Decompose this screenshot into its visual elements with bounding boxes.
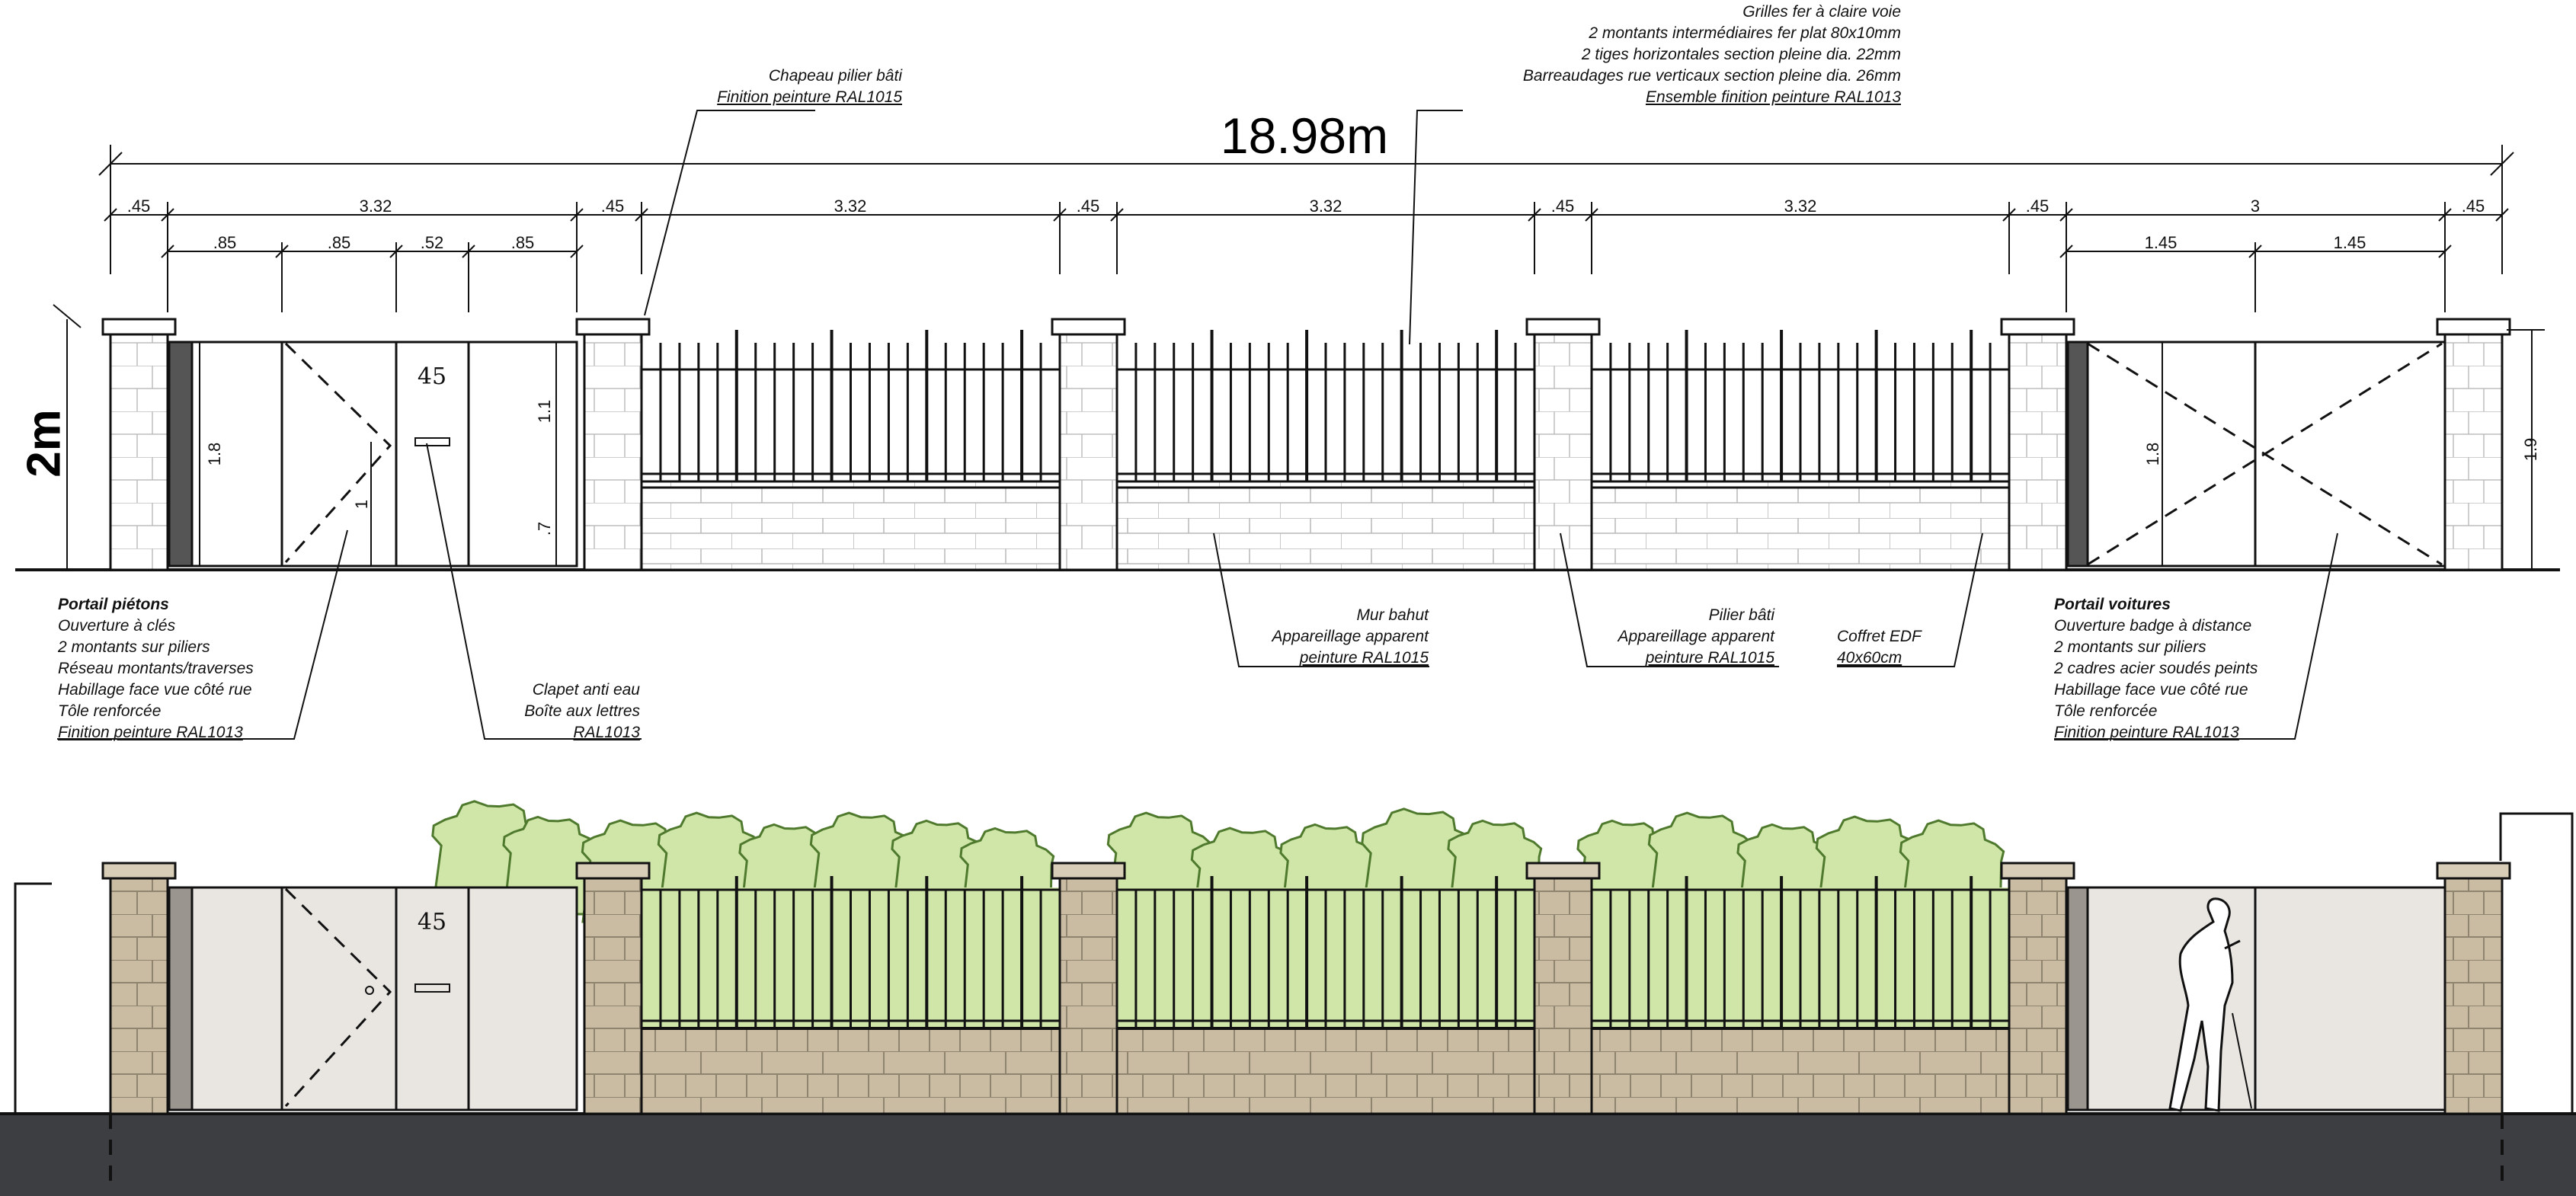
house-number: 45 <box>417 363 447 390</box>
dim-pedestrian: .52 <box>420 233 444 252</box>
note-mur-bahut: Mur bahut Appareillage apparent peinture… <box>1272 606 1429 667</box>
pillar-rendered <box>2000 862 2075 1115</box>
total-length-label: 18.98m <box>1220 107 1389 164</box>
dim-post-height: 1.9 <box>2521 437 2540 462</box>
dim-car-gate-height: 1.8 <box>2143 442 2162 466</box>
note-coffret: Coffret EDF 40x60cm <box>1837 628 1922 667</box>
dim-tick <box>2059 208 2073 222</box>
pillar-rendered <box>1051 862 1126 1115</box>
dim-segment: 3.32 <box>359 197 392 216</box>
car-gate <box>2065 341 2446 568</box>
dim-wall-height: .7 <box>535 521 554 536</box>
pillar <box>1525 318 1601 571</box>
dim-tick <box>570 208 584 222</box>
person-silhouette <box>2168 897 2252 1112</box>
dim-pedestrian: .85 <box>510 233 535 252</box>
pedestrian-gate <box>166 341 578 568</box>
car-gate-rendered <box>2065 886 2446 1111</box>
note-portail-pietons: Portail piétons Ouverture à clés 2 monta… <box>58 596 254 741</box>
pillar-rendered <box>2436 862 2511 1115</box>
dim-tick <box>1585 208 1598 222</box>
dim-pedestrian: .85 <box>327 233 351 252</box>
dim-tick <box>1528 208 1541 222</box>
pillar <box>2436 318 2511 571</box>
dim-tick <box>635 208 648 222</box>
dim-segment: 3.32 <box>1784 197 1817 216</box>
dim-tick <box>1053 208 1067 222</box>
top-elevation <box>15 318 2560 571</box>
dim-tick <box>104 208 117 222</box>
note-clapet: Clapet anti eau Boîte aux lettres RAL101… <box>524 681 640 741</box>
dim-segment: .45 <box>126 197 151 216</box>
fence-bay <box>640 480 1061 571</box>
dim-segment: .45 <box>1076 197 1100 216</box>
pillar-rendered <box>575 862 651 1115</box>
dim-tick <box>2438 208 2452 222</box>
low-wall <box>1115 1027 1536 1115</box>
pedestrian-gate-rendered <box>166 886 578 1111</box>
dim-tick <box>2002 208 2016 222</box>
pillar <box>101 318 177 571</box>
low-wall <box>640 1027 1061 1115</box>
dim-door-mark: 1 <box>352 499 371 510</box>
overall-height-label: 2m <box>18 409 71 478</box>
grille-bars <box>659 330 1992 481</box>
leader-lines <box>57 110 2338 740</box>
dim-segment: .45 <box>2461 197 2485 216</box>
dim-segment: .45 <box>600 197 625 216</box>
pillar <box>1051 318 1126 571</box>
pillar-rendered <box>101 862 177 1115</box>
house-number: 45 <box>417 909 447 935</box>
note-chapeau: Chapeau pilier bâti Finition peinture RA… <box>717 67 902 106</box>
dim-tick <box>2495 208 2509 222</box>
dim-car-gate: 1.45 <box>2333 233 2366 252</box>
dim-pedestrian: .85 <box>213 233 237 252</box>
dim-segment: .45 <box>1550 197 1575 216</box>
dim-segment: 3 <box>2250 197 2261 216</box>
pillar <box>2000 318 2075 571</box>
dim-segment: 3.32 <box>1309 197 1342 216</box>
dim-car-gate: 1.45 <box>2144 233 2178 252</box>
dim-segment: .45 <box>2025 197 2050 216</box>
dimension-lines <box>53 145 2545 571</box>
note-grilles: Grilles fer à claire voie 2 montants int… <box>1522 3 1901 106</box>
note-pilier-bati: Pilier bâti Appareillage apparent peintu… <box>1618 606 1775 667</box>
dim-tick <box>161 208 174 222</box>
road <box>0 1114 2576 1196</box>
bottom-elevation <box>0 800 2576 1196</box>
pillar-rendered <box>1525 862 1601 1115</box>
dim-tick <box>1110 208 1124 222</box>
pillar <box>575 318 651 571</box>
dim-grille-height: 1.1 <box>535 399 554 424</box>
low-wall <box>1590 1027 2011 1115</box>
dim-segment: 3.32 <box>834 197 867 216</box>
note-portail-voitures: Portail voitures Ouverture badge à dista… <box>2054 596 2258 741</box>
fence-bay <box>1115 480 1536 571</box>
dim-gate-height: 1.8 <box>205 442 224 466</box>
